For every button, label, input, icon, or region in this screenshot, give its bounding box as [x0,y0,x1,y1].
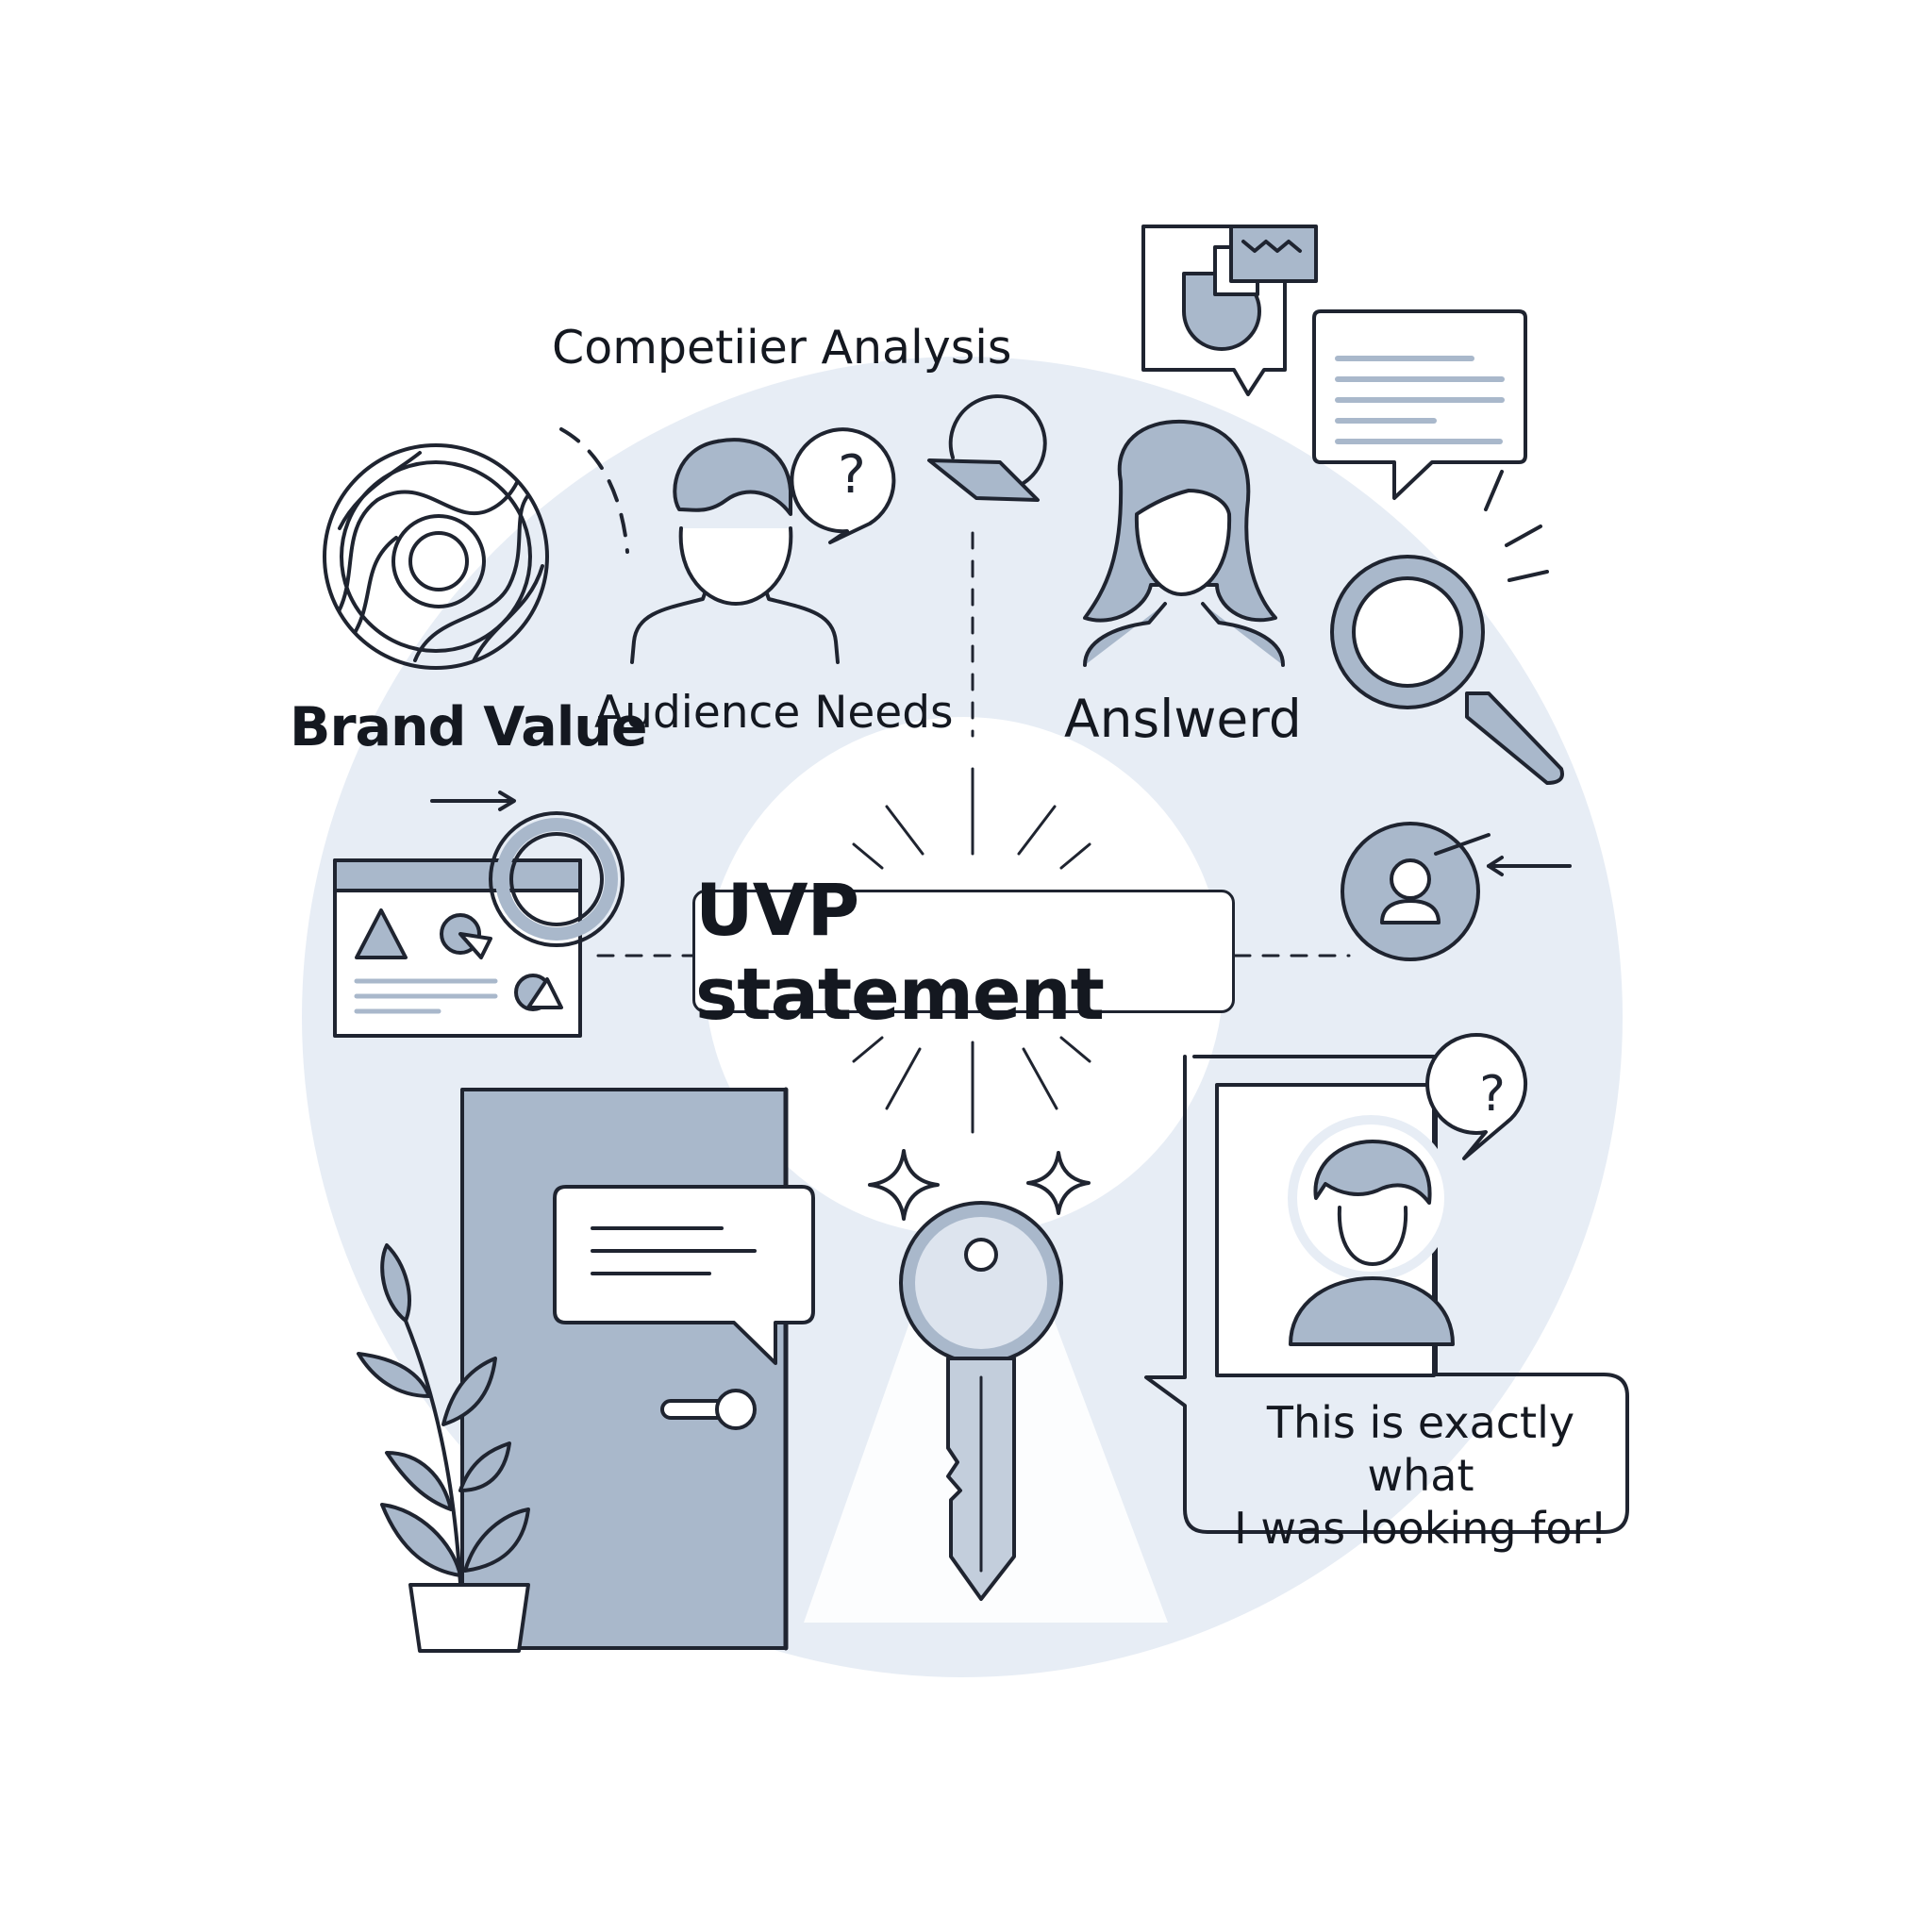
profile-card-icon [1144,1032,1629,1534]
motion-arc [559,427,629,554]
question-mark: ? [1479,1066,1506,1123]
text-bubble-icon [1312,309,1527,500]
lens-shard-icon [927,394,1047,502]
sparkle-icon [868,1149,940,1221]
user-circle-icon [1341,822,1572,961]
quote-line-1: This is exactly what [1266,1397,1575,1501]
chart-bubble-icon [1141,225,1318,396]
plant-icon [357,1243,530,1653]
question-mark: ? [838,444,866,506]
question-bubble-icon [790,427,896,544]
label-audience-needs: Audience Needs [594,687,954,739]
label-competitor-analysis: Competiier Analysis [552,321,1012,375]
magnifier-icon [1330,470,1564,785]
sparkle-icon [1026,1151,1091,1215]
chat-bubble-icon [553,1185,815,1365]
label-brand-value: Brand Value [290,696,647,758]
testimonial-quote: This is exactly what I was looking for! [1223,1396,1619,1555]
dashed-connectors [596,531,1351,958]
key-icon [899,1201,1063,1601]
man-avatar-icon [630,438,840,664]
label-answered: Anslwerd [1064,689,1302,749]
uvp-statement-text: UVP statement [695,867,1105,1036]
sparkle-rays [852,767,1091,1134]
quote-line-2: I was looking for! [1234,1503,1607,1554]
uvp-statement-box: UVP statement [692,868,1235,1036]
browser-window-icon [333,791,625,1038]
door-icon [460,1087,789,1651]
woman-avatar-icon [1083,419,1285,667]
